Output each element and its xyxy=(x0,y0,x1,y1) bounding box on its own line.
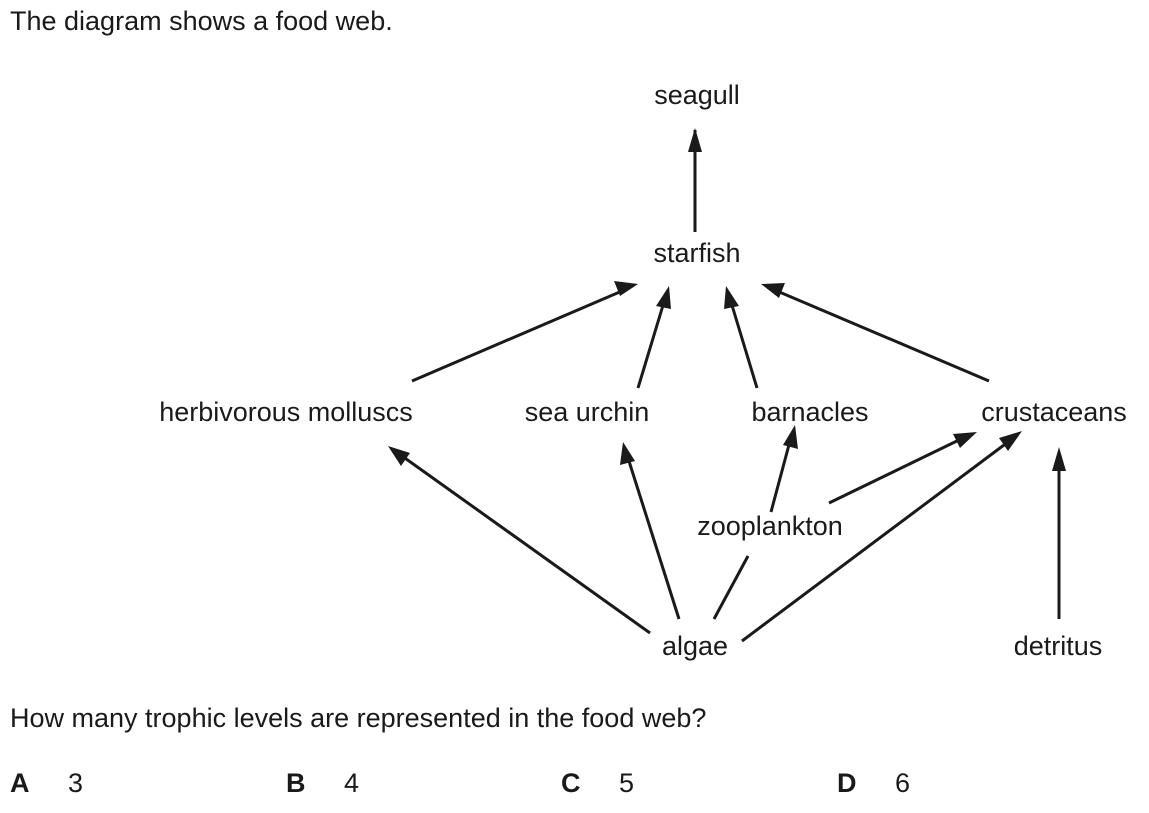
arrowhead-algae-molluscs xyxy=(388,446,410,466)
node-herbivorous-molluscs: herbivorous molluscs xyxy=(159,397,413,427)
arrow-barnacles-to-starfish xyxy=(729,301,759,389)
arrowhead-barnacles-starfish xyxy=(724,286,739,309)
option-b-value: 4 xyxy=(344,768,360,798)
option-a-letter: A xyxy=(10,768,30,798)
arrowhead-zooplankton-crustaceans xyxy=(953,432,977,448)
arrowhead-seagull xyxy=(688,128,702,152)
arrow-molluscs-to-starfish xyxy=(411,289,623,383)
arrowhead-molluscs-starfish xyxy=(614,281,638,296)
node-detritus: detritus xyxy=(1013,631,1103,661)
node-sea-urchin: sea urchin xyxy=(524,397,650,427)
line-algae-to-zooplankton xyxy=(712,555,750,620)
node-barnacles: barnacles xyxy=(751,397,869,427)
option-c-value: 5 xyxy=(619,768,635,798)
arrow-algae-to-urchin xyxy=(626,457,681,620)
node-starfish: starfish xyxy=(653,238,741,268)
arrowhead-algae-crustaceans xyxy=(999,431,1022,451)
node-zooplankton: zooplankton xyxy=(697,511,843,541)
arrowhead-crustaceans-starfish xyxy=(761,283,785,298)
arrowhead-urchin-starfish xyxy=(656,286,671,309)
arrow-algae-to-molluscs xyxy=(401,454,651,635)
arrow-zooplankton-to-barnacles xyxy=(769,440,792,513)
arrowhead-detritus-crustaceans xyxy=(1052,447,1066,471)
option-a-value: 3 xyxy=(68,768,84,798)
arrowhead-algae-urchin xyxy=(620,442,635,465)
arrow-zooplankton-to-crustaceans xyxy=(828,437,962,505)
option-d-letter: D xyxy=(837,768,857,798)
node-seagull: seagull xyxy=(654,80,740,110)
question-text: How many trophic levels are represented … xyxy=(10,703,707,733)
arrow-urchin-to-starfish xyxy=(636,301,666,389)
option-c-letter: C xyxy=(561,768,581,798)
arrowhead-zooplankton-barnacles xyxy=(783,425,798,449)
node-algae: algae xyxy=(661,631,729,661)
option-b-letter: B xyxy=(286,768,306,798)
node-crustaceans: crustaceans xyxy=(981,397,1127,427)
option-d-value: 6 xyxy=(895,768,911,798)
arrow-algae-to-crustaceans xyxy=(741,440,1009,643)
arrow-crustaceans-to-starfish xyxy=(776,289,990,383)
intro-text: The diagram shows a food web. xyxy=(10,6,393,36)
